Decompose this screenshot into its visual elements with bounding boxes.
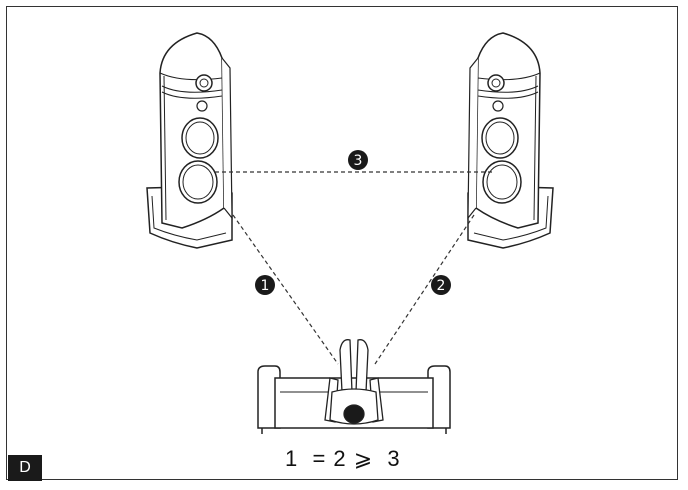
listener-icon	[324, 339, 384, 425]
distance-line-1	[232, 214, 339, 365]
marker-3: 3	[348, 150, 368, 170]
distance-lines	[215, 171, 492, 365]
speaker-right-icon	[467, 32, 554, 249]
diagram-frame	[6, 6, 678, 480]
marker-2-label: 2	[437, 278, 446, 294]
distance-formula: 1 = 2 ⩾ 3	[285, 446, 401, 471]
marker-1-label: 1	[261, 278, 270, 294]
marker-1: 1	[255, 275, 275, 295]
figure-label: D	[8, 455, 42, 481]
distance-line-2	[374, 214, 475, 365]
marker-3-label: 3	[354, 153, 363, 169]
marker-2: 2	[431, 275, 451, 295]
speaker-left-icon	[146, 32, 233, 249]
